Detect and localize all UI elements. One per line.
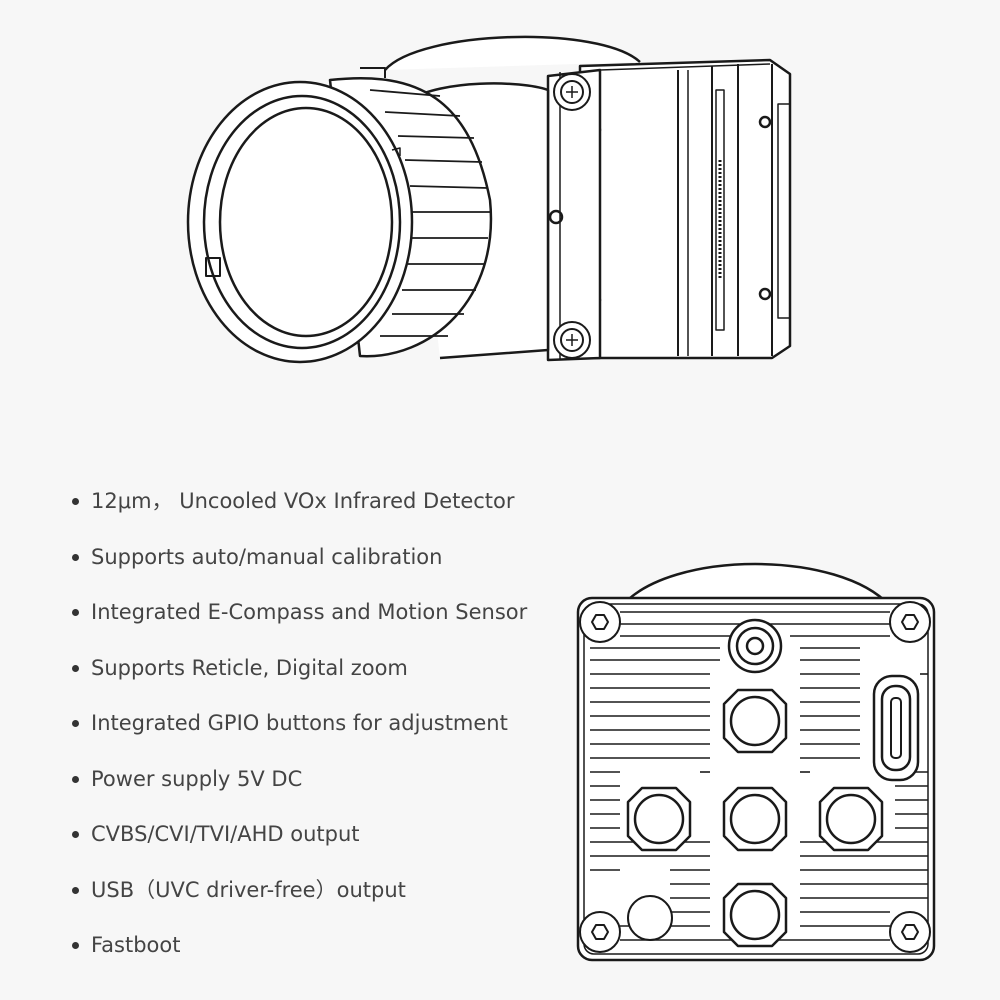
feature-item: Power supply 5V DC [70,754,527,810]
feature-item: Integrated GPIO buttons for adjustment [70,698,527,754]
feature-item: Supports Reticle, Digital zoom [70,643,527,699]
feature-item: Integrated E-Compass and Motion Sensor [70,587,527,643]
camera-module-illustration [186,35,792,364]
feature-list: 12μm， Uncooled VOx Infrared Detector Sup… [70,476,527,976]
rear-panel-illustration [576,562,936,962]
feature-item: CVBS/CVI/TVI/AHD output [70,809,527,865]
feature-item: Supports auto/manual calibration [70,532,527,588]
feature-item: 12μm， Uncooled VOx Infrared Detector [70,476,527,532]
feature-item: USB（UVC driver-free）output [70,865,527,921]
feature-item: Fastboot [70,920,527,976]
